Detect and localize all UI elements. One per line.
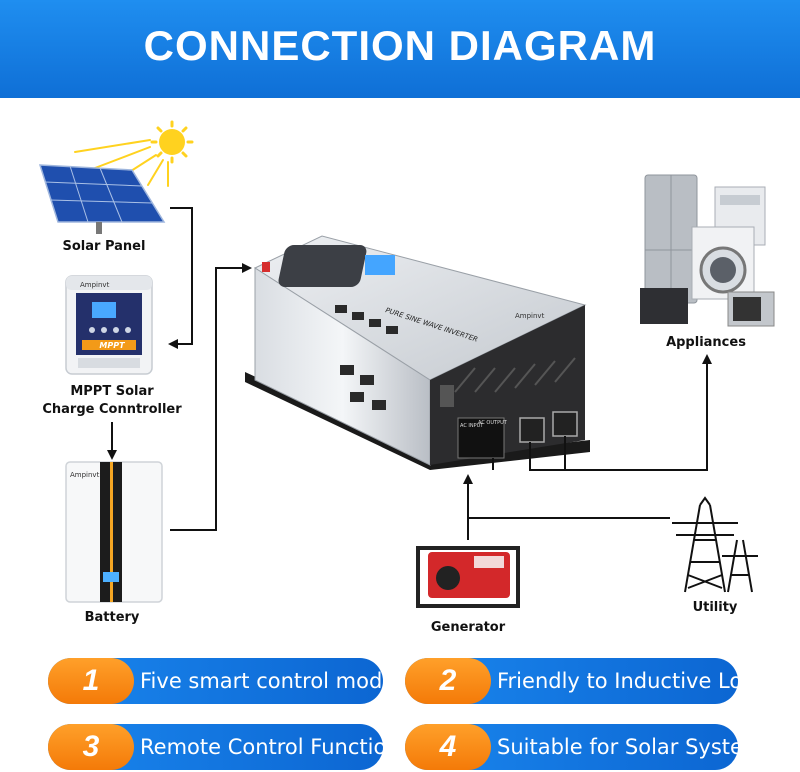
controller-label-line2: Charge Conntroller (42, 402, 182, 417)
controller-label-line1: MPPT Solar (70, 384, 154, 399)
page-title: CONNECTION DIAGRAM (143, 22, 657, 69)
mppt-controller-icon: Ampinvt MPPT (65, 275, 153, 375)
line-solar-to-controller (168, 207, 193, 349)
feature-pill-4: 4 Suitable for Solar System (405, 724, 764, 770)
feature-pill-3: 3 Remote Control Function (48, 724, 400, 770)
feature-pill-2: 2 Friendly to Inductive Loads (405, 658, 780, 704)
controller-mppt-text: MPPT (99, 341, 125, 350)
battery-brand: Ampinvt (70, 471, 100, 479)
appliances-icon (640, 174, 775, 327)
feature-text-2: Friendly to Inductive Loads (497, 669, 780, 693)
controller-brand: Ampinvt (80, 281, 110, 289)
ac-input-label: AC INPUT (460, 423, 484, 429)
feature-number-3: 3 (48, 724, 134, 770)
inverter-brand: Ampinvt (515, 312, 545, 320)
feature-number-2: 2 (405, 658, 491, 704)
utility-label: Utility (693, 600, 738, 615)
inverter-icon: PURE SINE WAVE INVERTER Ampinvt AC INPUT… (245, 235, 590, 470)
connection-diagram: Solar Panel Ampinvt MPPT MPPT Solar Char… (38, 120, 775, 635)
appliances-label: Appliances (666, 335, 746, 350)
feature-number-1: 1 (48, 658, 134, 704)
solar-panel-icon (38, 164, 166, 234)
header-banner: CONNECTION DIAGRAM (0, 0, 800, 98)
feature-text-4: Suitable for Solar System (497, 735, 764, 759)
solar-panel-label: Solar Panel (63, 239, 146, 254)
utility-tower-icon (672, 496, 758, 593)
ac-output-label: AC OUTPUT (478, 420, 508, 426)
feature-text-3: Remote Control Function (140, 735, 400, 759)
feature-pill-1: 1 Five smart control mode (48, 658, 396, 704)
connection-lines (107, 207, 712, 540)
generator-label: Generator (431, 620, 506, 635)
generator-icon (416, 546, 520, 608)
line-outputs-to-appliances (529, 354, 712, 471)
battery-icon: Ampinvt (65, 461, 163, 603)
feature-text-1: Five smart control mode (140, 669, 396, 693)
line-battery-to-inverter (170, 263, 252, 531)
battery-label: Battery (85, 610, 140, 625)
feature-number-4: 4 (405, 724, 491, 770)
